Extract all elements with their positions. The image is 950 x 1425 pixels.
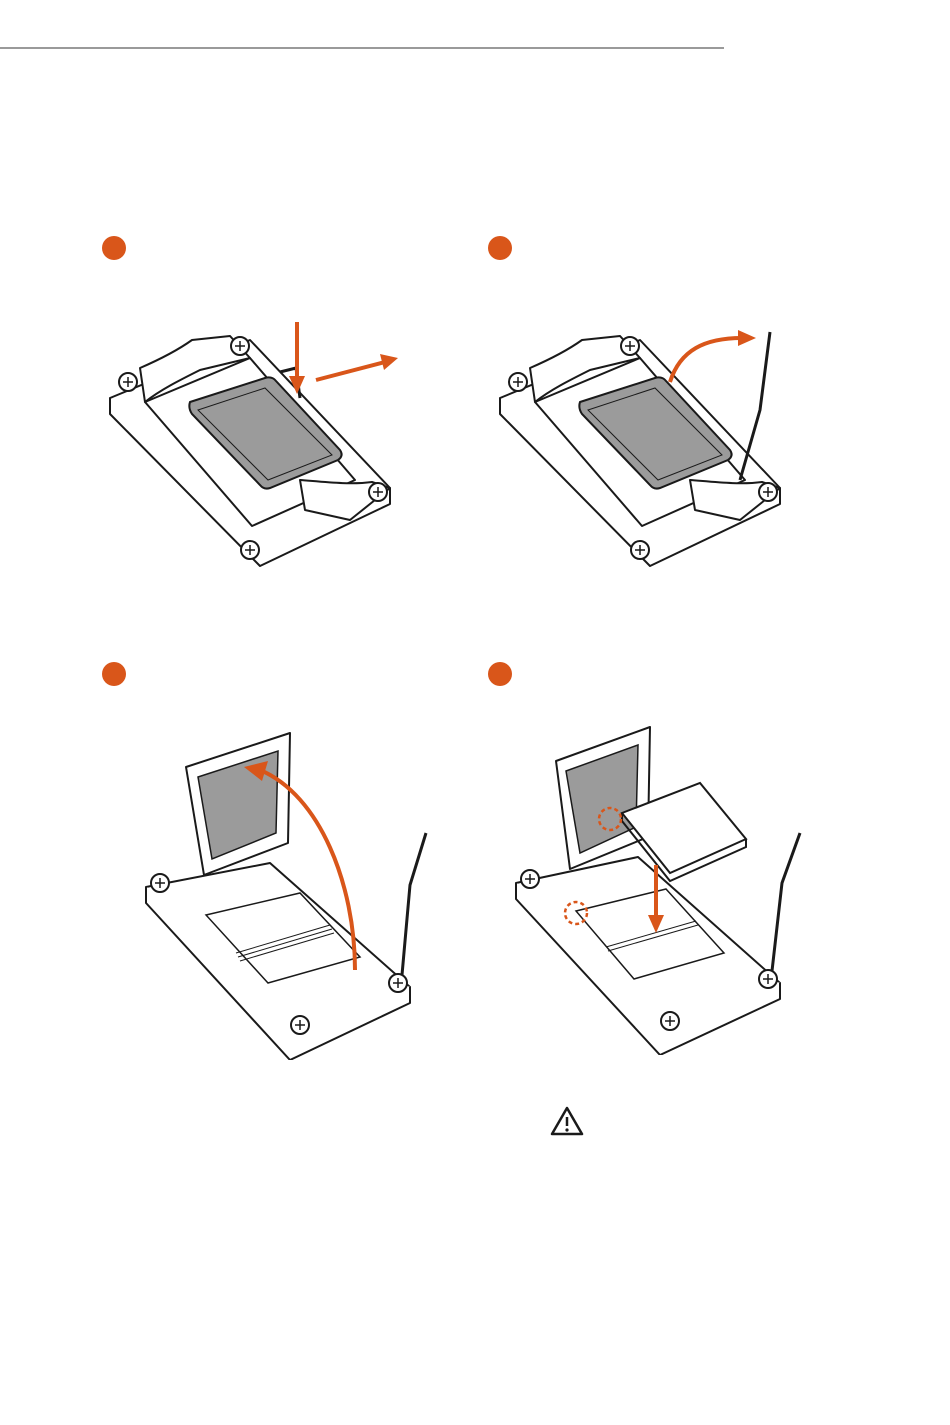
step-4-marker [488, 662, 512, 686]
step-1-marker [102, 236, 126, 260]
step-3-marker [102, 662, 126, 686]
step-4-illustration [510, 715, 820, 1055]
step-3-illustration [140, 725, 440, 1060]
warning-triangle-icon [549, 1105, 585, 1137]
header-rule [0, 47, 724, 49]
step-2-illustration [490, 320, 810, 570]
step-1-illustration [100, 310, 420, 570]
step-2-marker [488, 236, 512, 260]
